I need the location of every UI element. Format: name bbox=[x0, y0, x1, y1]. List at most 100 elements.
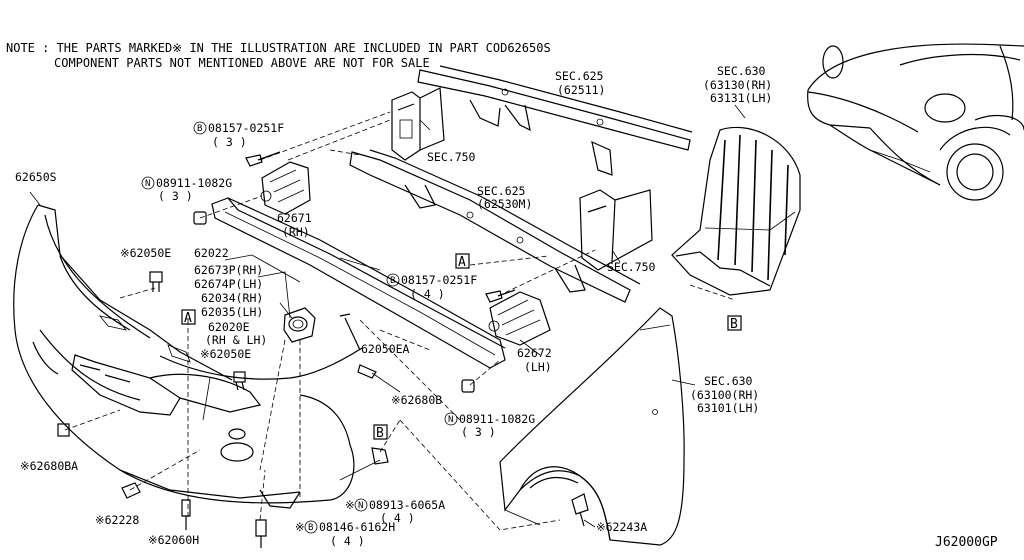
label-sec625-lower: SEC.625 bbox=[477, 184, 525, 198]
label-sec750-right: SEC.750 bbox=[607, 260, 656, 274]
bolt-08157-upper bbox=[245, 151, 281, 167]
fog-lamp bbox=[283, 307, 316, 343]
label-62050E-upper: ※62050E bbox=[120, 246, 171, 260]
bolt-symbol-08157a: B bbox=[193, 121, 207, 135]
svg-text:B: B bbox=[376, 426, 384, 441]
label-sec630-lower: SEC.630 bbox=[704, 374, 753, 388]
ref-box-b-right: B bbox=[727, 315, 742, 332]
cap-62228 bbox=[121, 482, 141, 499]
label-62050E-lower: ※62050E bbox=[200, 347, 251, 361]
label-sec630-lower-lh: 63101(LH) bbox=[697, 401, 759, 415]
label-sec625-upper-part: (62511) bbox=[557, 83, 605, 97]
front-fender bbox=[499, 307, 685, 546]
nut-symbol-08911b: N bbox=[444, 412, 458, 426]
label-sec630-upper: SEC.630 bbox=[717, 64, 766, 78]
label-sec625-lower-part: (62530M) bbox=[477, 197, 532, 211]
label-62022: 62022 bbox=[194, 246, 229, 260]
label-08157-upper-qty: ( 3 ) bbox=[212, 135, 247, 149]
label-08911-lower: 08911-1082G bbox=[459, 412, 535, 426]
label-08911-upper: 08911-1082G bbox=[156, 176, 232, 190]
svg-text:B: B bbox=[730, 317, 738, 332]
vehicle-front-illustration bbox=[807, 43, 1024, 201]
star-08146: ※ bbox=[295, 520, 305, 534]
nut-symbol-08913: N bbox=[354, 498, 368, 512]
label-62228: ※62228 bbox=[95, 513, 139, 527]
svg-text:B: B bbox=[390, 276, 395, 286]
label-62034: 62034(RH) bbox=[201, 291, 263, 305]
rod-62050EA bbox=[339, 313, 361, 351]
label-62020E-side: (RH & LH) bbox=[205, 333, 267, 347]
leader-lines bbox=[29, 104, 746, 528]
label-08157-upper: 08157-0251F bbox=[208, 121, 284, 135]
label-62650S: 62650S bbox=[15, 170, 57, 184]
label-08146: 08146-6162H bbox=[319, 520, 395, 534]
label-sec625-upper: SEC.625 bbox=[555, 69, 603, 83]
front-bumper-fascia bbox=[13, 204, 363, 509]
svg-text:N: N bbox=[358, 501, 363, 511]
ref-box-a-right: A bbox=[455, 253, 470, 270]
label-62020E: 62020E bbox=[208, 320, 250, 334]
radiator-core-support-upper bbox=[417, 65, 693, 176]
fender-protector bbox=[671, 126, 801, 296]
screw-62243A bbox=[571, 493, 589, 527]
clip-62680B bbox=[357, 364, 377, 379]
label-62680BA: ※62680BA bbox=[20, 459, 78, 473]
label-62035: 62035(LH) bbox=[201, 305, 263, 319]
label-62671-side: (RH) bbox=[282, 225, 310, 239]
label-62674P: 62674P(LH) bbox=[194, 277, 263, 291]
label-62050EA: 62050EA bbox=[361, 342, 410, 356]
label-08913: 08913-6065A bbox=[369, 498, 445, 512]
star-08913: ※ bbox=[345, 498, 355, 512]
bracket-08913 bbox=[371, 447, 389, 465]
svg-text:N: N bbox=[145, 179, 150, 189]
screw-62060H bbox=[181, 499, 191, 530]
label-08157-lower: 08157-0251F bbox=[401, 273, 477, 287]
ref-box-b-center: B bbox=[373, 424, 388, 441]
connection-lines bbox=[64, 111, 736, 531]
svg-text:※: ※ bbox=[295, 520, 305, 534]
label-sec630-lower-rh: (63100(RH) bbox=[690, 388, 759, 402]
clip-62050E-lower bbox=[233, 371, 246, 391]
label-08157-lower-qty: ( 4 ) bbox=[410, 287, 445, 301]
ref-box-a-left: A bbox=[181, 309, 196, 326]
radiator-core-support-lower bbox=[349, 149, 641, 303]
nut-symbol-08911a: N bbox=[141, 176, 155, 190]
label-08911-lower-qty: ( 3 ) bbox=[461, 425, 496, 439]
label-62243A: ※62243A bbox=[596, 520, 647, 534]
energy-absorber-lh bbox=[488, 291, 551, 346]
label-62680B: ※62680B bbox=[391, 393, 442, 407]
svg-text:B: B bbox=[308, 523, 313, 533]
label-62672: 62672 bbox=[517, 346, 552, 360]
note-line-2: COMPONENT PARTS NOT MENTIONED ABOVE ARE … bbox=[54, 56, 430, 70]
bracket-62680BA bbox=[57, 423, 70, 437]
label-62060H: ※62060H bbox=[148, 533, 199, 547]
label-62673P: 62673P(RH) bbox=[194, 263, 263, 277]
label-sec630-upper-lh: 63131(LH) bbox=[710, 91, 772, 105]
nut-08911-lower bbox=[461, 379, 475, 393]
label-08913-qty: ( 4 ) bbox=[380, 511, 415, 525]
svg-text:A: A bbox=[184, 311, 192, 326]
side-bracket-left bbox=[391, 87, 445, 161]
clip-62050E-upper bbox=[149, 271, 163, 292]
label-sec750-left: SEC.750 bbox=[427, 150, 476, 164]
bolt-symbol-08146: B bbox=[304, 520, 318, 534]
svg-text:N: N bbox=[448, 415, 453, 425]
label-sec630-upper-rh: (63130(RH) bbox=[703, 78, 772, 92]
bolt-symbol-08157b: B bbox=[386, 273, 400, 287]
svg-text:A: A bbox=[458, 255, 466, 270]
label-08911-upper-qty: ( 3 ) bbox=[158, 189, 193, 203]
bolt-08146 bbox=[255, 519, 267, 548]
bolt-08157-lower bbox=[485, 289, 516, 303]
svg-text:B: B bbox=[197, 124, 202, 134]
side-bracket-right bbox=[579, 189, 653, 271]
note-line-1: NOTE : THE PARTS MARKED※ IN THE ILLUSTRA… bbox=[6, 41, 551, 55]
nut-08911-upper bbox=[193, 211, 207, 225]
label-08146-qty: ( 4 ) bbox=[330, 534, 365, 548]
label-62672-side: (LH) bbox=[524, 360, 552, 374]
energy-absorber-rh bbox=[260, 161, 311, 215]
diagram-reference-code: J62000GP bbox=[935, 535, 998, 550]
svg-text:※: ※ bbox=[345, 498, 355, 512]
label-62671: 62671 bbox=[277, 211, 312, 225]
